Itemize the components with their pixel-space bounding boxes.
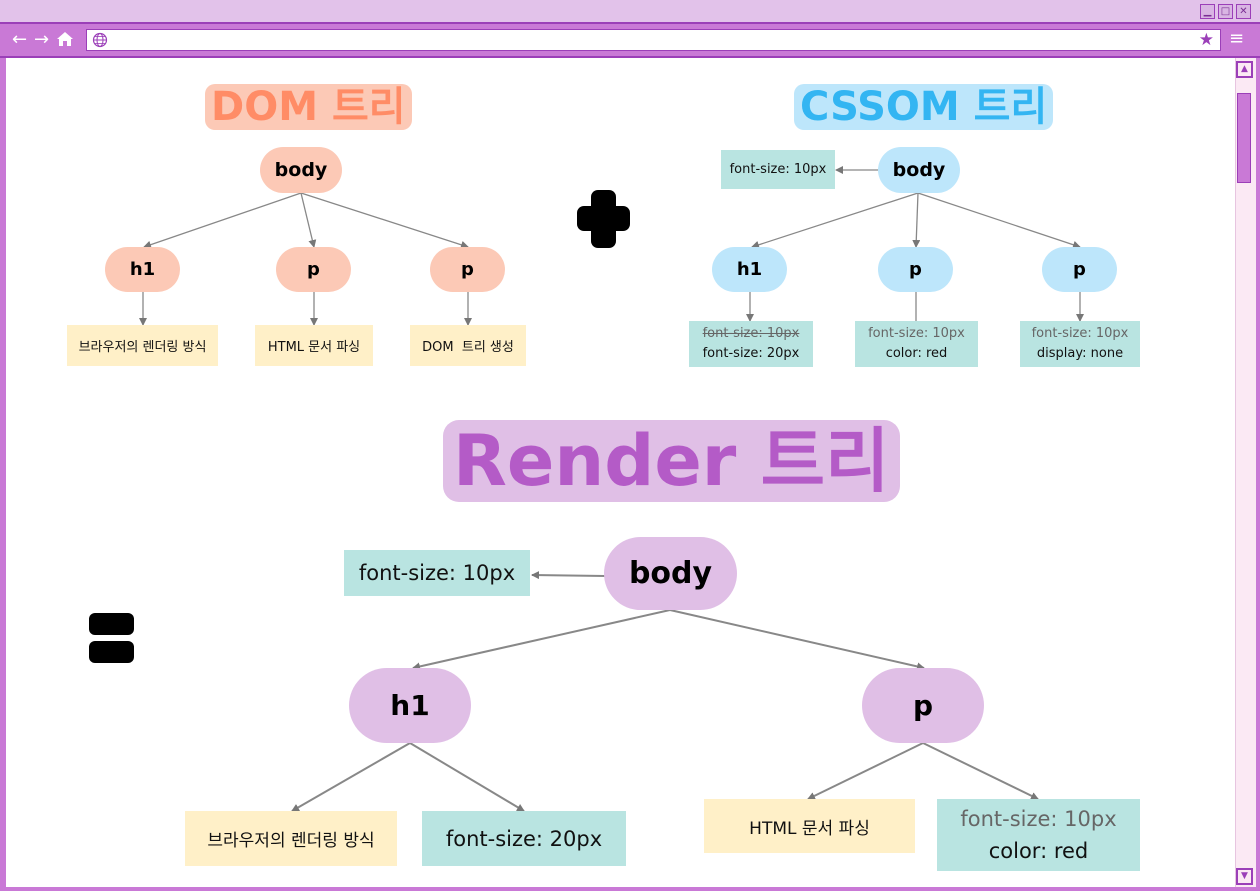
dom-text-box: DOM 트리 생성: [410, 325, 526, 366]
style-label: font-size: 20px: [702, 346, 800, 361]
window-frame-right: [1256, 58, 1260, 891]
scrollbar-thumb[interactable]: [1237, 93, 1251, 183]
text-label: HTML 문서 파싱: [749, 818, 870, 839]
home-icon[interactable]: [56, 29, 74, 52]
maximize-button[interactable]: □: [1218, 4, 1233, 19]
inherited-style-label: font-size: 10px: [960, 807, 1117, 831]
cssom-style-box: font-size: 10px color: red: [855, 321, 978, 367]
dom-p-node: p: [276, 247, 351, 292]
equals-sign-icon: [89, 613, 134, 668]
window-frame-left: [0, 58, 6, 891]
cssom-root-style-box: font-size: 10px: [721, 150, 835, 189]
forward-arrow-icon[interactable]: →: [34, 29, 50, 50]
render-text-box: HTML 문서 파싱: [704, 799, 915, 853]
window-frame-bottom: [0, 887, 1260, 891]
render-root-style-box: font-size: 10px: [344, 550, 530, 596]
menu-icon[interactable]: ≡: [1229, 28, 1245, 49]
address-bar[interactable]: ★: [86, 29, 1221, 51]
close-button[interactable]: ✕: [1236, 4, 1251, 19]
dom-text-label: 브라우저의 렌더링 방식: [78, 340, 207, 355]
plus-sign-icon: [577, 190, 630, 252]
overridden-style-label: font-size: 10px: [702, 326, 800, 341]
dom-text-box: 브라우저의 렌더링 방식: [67, 325, 218, 366]
dom-body-node: body: [260, 147, 342, 193]
cssom-body-node: body: [878, 147, 960, 193]
render-style-box: font-size: 20px: [422, 811, 626, 866]
minimize-button[interactable]: ▁: [1200, 4, 1215, 19]
cssom-p-node: p: [1042, 247, 1117, 292]
browser-toolbar: ← → ★ ≡: [0, 24, 1260, 58]
text-label: 브라우저의 렌더링 방식: [207, 831, 375, 851]
inherited-style-label: font-size: 10px: [868, 326, 965, 341]
style-label: display: none: [1036, 346, 1124, 361]
dom-h1-node: h1: [105, 247, 180, 292]
style-label: font-size: 10px: [729, 162, 827, 177]
render-style-box: font-size: 10px color: red: [937, 799, 1140, 871]
style-label: color: red: [988, 839, 1089, 863]
cssom-style-box: font-size: 10px display: none: [1020, 321, 1140, 367]
style-label: color: red: [885, 346, 948, 361]
cssom-p-node: p: [878, 247, 953, 292]
render-text-box: 브라우저의 렌더링 방식: [185, 811, 397, 866]
dom-text-label: DOM 트리 생성: [422, 340, 514, 355]
render-p-node: p: [862, 668, 984, 743]
dom-text-label: HTML 문서 파싱: [267, 340, 361, 355]
back-arrow-icon[interactable]: ←: [12, 29, 28, 50]
dom-p-node: p: [430, 247, 505, 292]
cssom-h1-node: h1: [712, 247, 787, 292]
cssom-style-box: font-size: 10px font-size: 20px: [689, 321, 813, 367]
style-label: font-size: 20px: [445, 826, 603, 851]
render-tree-title: Render 트리: [443, 420, 900, 502]
window-title-bar: ▁ □ ✕: [0, 0, 1260, 24]
render-body-node: body: [604, 537, 737, 610]
globe-icon: [92, 32, 108, 52]
render-h1-node: h1: [349, 668, 471, 743]
vertical-scrollbar[interactable]: [1235, 58, 1256, 887]
scroll-up-button[interactable]: ▲: [1236, 61, 1253, 78]
scroll-down-button[interactable]: ▼: [1236, 868, 1253, 885]
style-label: font-size: 10px: [358, 561, 516, 585]
inherited-style-label: font-size: 10px: [1031, 326, 1129, 341]
dom-text-box: HTML 문서 파싱: [255, 325, 373, 366]
dom-tree-title: DOM 트리: [205, 84, 412, 130]
bookmark-star-icon[interactable]: ★: [1198, 30, 1214, 50]
cssom-tree-title: CSSOM 트리: [794, 84, 1054, 130]
